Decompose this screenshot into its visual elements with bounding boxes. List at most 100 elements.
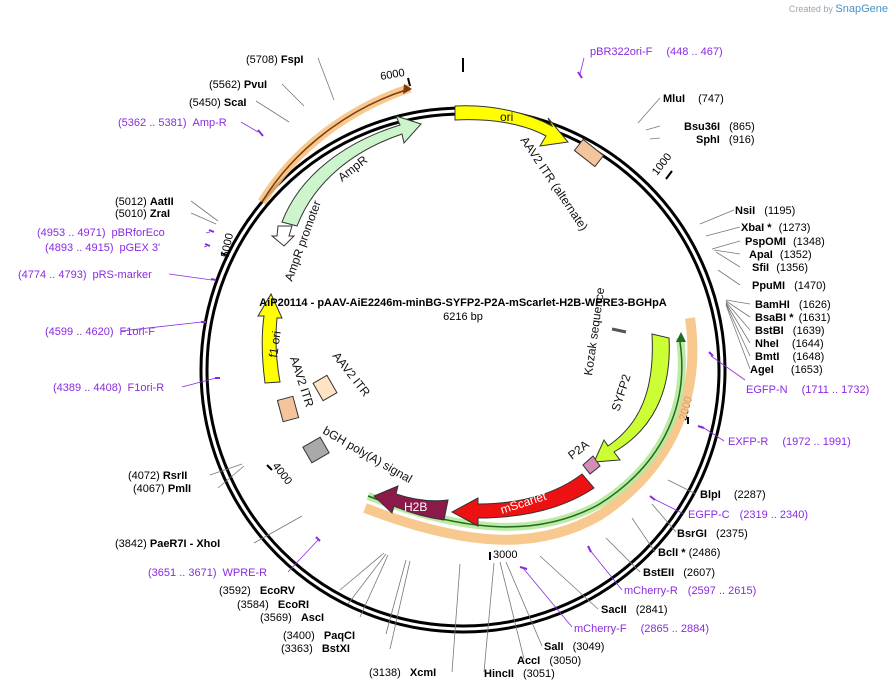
tick-label-4000: 4000 — [270, 460, 295, 487]
primer-amp-r: Amp-R — [193, 117, 227, 129]
primer-egfp-c: EGFP-C — [688, 509, 730, 521]
svg-text:(4389 .. 4408)F1ori-R: (4389 .. 4408)F1ori-R — [53, 382, 164, 394]
primer-leaders — [120, 57, 746, 628]
mscarlet-feature — [450, 473, 595, 527]
plasmid-size: 6216 bp — [443, 311, 483, 323]
svg-text:(5010) ZraI: (5010) ZraI — [115, 208, 170, 220]
enzyme-ecorv: EcoRV — [260, 585, 296, 597]
svg-text:mCherry-F(2865 .. 2884): mCherry-F(2865 .. 2884) — [574, 623, 709, 635]
enzyme-pmli: PmlI — [168, 483, 191, 495]
svg-text:(3138) XcmI: (3138) XcmI — [369, 667, 436, 679]
enzyme-sfii: SfiI — [752, 262, 769, 274]
enzyme-xbai: XbaI * — [741, 222, 772, 234]
svg-text:(4599 .. 4620)F1ori-F: (4599 .. 4620)F1ori-F — [45, 326, 155, 338]
enzyme-ecori: EcoRI — [278, 599, 309, 611]
svg-text:EGFP-C(2319 .. 2340): EGFP-C(2319 .. 2340) — [688, 509, 808, 521]
svg-text:(5708) FspI: (5708) FspI — [246, 54, 303, 66]
enzyme-bsrgi: BsrGI — [677, 528, 707, 540]
h2b-feature — [373, 485, 449, 521]
snapgene-credit: Created by SnapGene — [789, 3, 888, 15]
enzyme-bstxi: BstXI — [322, 643, 350, 655]
enzyme-asci: AscI — [301, 612, 324, 624]
primer-wpre-r: WPRE-R — [223, 567, 268, 579]
svg-text:NheI (1644): NheI (1644) — [755, 338, 824, 350]
svg-text:(5562) PvuI: (5562) PvuI — [209, 79, 267, 91]
svg-text:(4067) PmlI: (4067) PmlI — [133, 483, 191, 495]
svg-text:ApaI (1352): ApaI (1352) — [749, 249, 812, 261]
ampr-band-line — [261, 89, 407, 203]
primer-egfp-n: EGFP-N — [746, 384, 788, 396]
svg-text:BstEII (2607): BstEII (2607) — [643, 567, 715, 579]
enzyme-sphi: SphI — [696, 134, 720, 146]
primer-f1ori-f: F1ori-F — [120, 326, 156, 338]
svg-text:BlpI (2287): BlpI (2287) — [700, 489, 766, 501]
svg-text:PspOMI (1348): PspOMI (1348) — [745, 236, 825, 248]
svg-text:BsaBI * (1631): BsaBI * (1631) — [755, 312, 830, 324]
p2a-label: P2A — [565, 437, 591, 462]
enzyme-pspomi: PspOMI — [745, 236, 786, 248]
enzyme-bsteii: BstEII — [643, 567, 674, 579]
svg-text:SfiI (1356): SfiI (1356) — [752, 262, 808, 274]
svg-text:(3592) EcoRV: (3592) EcoRV — [219, 585, 296, 597]
svg-text:BclI * (2486): BclI * (2486) — [658, 547, 720, 559]
insert-band-orange — [363, 317, 698, 545]
ampr-band-arrow — [403, 84, 412, 94]
aav2-itr-right-feature — [312, 374, 338, 402]
enzyme-mlui: MluI — [663, 93, 685, 105]
svg-text:(3400) PaqCI: (3400) PaqCI — [283, 630, 355, 642]
enzyme-leaders — [190, 57, 751, 673]
svg-text:SacII (2841): SacII (2841) — [601, 604, 668, 616]
svg-text:SphI (916): SphI (916) — [696, 134, 755, 146]
enzyme-scai: ScaI — [224, 97, 247, 109]
snapgene-logo: SnapGene — [835, 3, 888, 15]
kozak-feature — [611, 327, 627, 334]
enzyme-sali: SalI — [544, 641, 564, 653]
primer-pbr322ori-f: pBR322ori-F — [590, 46, 653, 58]
enzyme-blpi: BlpI — [700, 489, 721, 501]
f1-ori-label: f1 ori — [266, 330, 284, 358]
enzyme-paqci: PaqCI — [324, 630, 355, 642]
enzyme-labels-left: (5708) FspI (5562) PvuI (5450) ScaI (501… — [115, 54, 303, 550]
svg-text:MluI (747): MluI (747) — [663, 93, 724, 105]
primer-mcherry-r: mCherry-R — [624, 585, 678, 597]
tick-label-6000: 6000 — [379, 67, 405, 83]
tick-label-3000: 3000 — [493, 549, 517, 561]
enzyme-bmti: BmtI — [755, 351, 779, 363]
svg-text:EXFP-R(1972 .. 1991): EXFP-R(1972 .. 1991) — [728, 436, 851, 448]
insert-band-green-line — [367, 341, 683, 528]
svg-text:BstBI (1639): BstBI (1639) — [755, 325, 825, 337]
tick-label-5000: 5000 — [219, 232, 236, 258]
svg-text:(3569) AscI: (3569) AscI — [260, 612, 324, 624]
enzyme-nhei: NheI — [755, 338, 779, 350]
enzyme-nsii: NsiI — [735, 205, 755, 217]
enzyme-bamhi: BamHI — [755, 299, 790, 311]
svg-text:AgeI (1653): AgeI (1653) — [750, 364, 823, 376]
svg-text:XbaI * (1273): XbaI * (1273) — [741, 222, 810, 234]
svg-text:(3842) PaeR7I - XhoI: (3842) PaeR7I - XhoI — [115, 538, 220, 550]
svg-text:(5362 .. 5381)Amp-R: (5362 .. 5381)Amp-R — [118, 117, 227, 129]
enzyme-acci: AccI — [517, 655, 540, 667]
primer-f1ori-r: F1ori-R — [128, 382, 165, 394]
primer-pbrforeco: pBRforEco — [112, 227, 165, 239]
svg-text:(4893 .. 4915)pGEX 3': (4893 .. 4915)pGEX 3' — [45, 242, 160, 254]
syfp2-label: SYFP2 — [609, 372, 634, 413]
svg-text:NsiI (1195): NsiI (1195) — [735, 205, 795, 217]
enzyme-pvui: PvuI — [244, 79, 267, 91]
p2a-feature — [582, 455, 601, 475]
enzyme-bcli: BclI * — [658, 547, 686, 559]
svg-text:BamHI (1626): BamHI (1626) — [755, 299, 831, 311]
svg-text:(4953 .. 4971)pBRforEco: (4953 .. 4971)pBRforEco — [37, 227, 165, 239]
enzyme-ppumi: PpuMI — [752, 280, 785, 292]
primer-labels: pBR322ori-F(448 .. 467) (5362 .. 5381)Am… — [18, 46, 869, 635]
tick-6000: 6000 — [379, 67, 411, 87]
svg-text:(3651 .. 3671)WPRE-R: (3651 .. 3671)WPRE-R — [148, 567, 267, 579]
primer-prs-marker: pRS-marker — [93, 269, 153, 281]
tick-5000: 5000 — [219, 232, 236, 258]
svg-text:HincII (3051): HincII (3051) — [484, 668, 555, 680]
insert-band-arrow — [676, 332, 686, 342]
enzyme-fspi: FspI — [281, 54, 304, 66]
primer-exfp-r: EXFP-R — [728, 436, 768, 448]
svg-text:mCherry-R(2597 .. 2615): mCherry-R(2597 .. 2615) — [624, 585, 756, 597]
syfp2-feature — [593, 333, 670, 463]
